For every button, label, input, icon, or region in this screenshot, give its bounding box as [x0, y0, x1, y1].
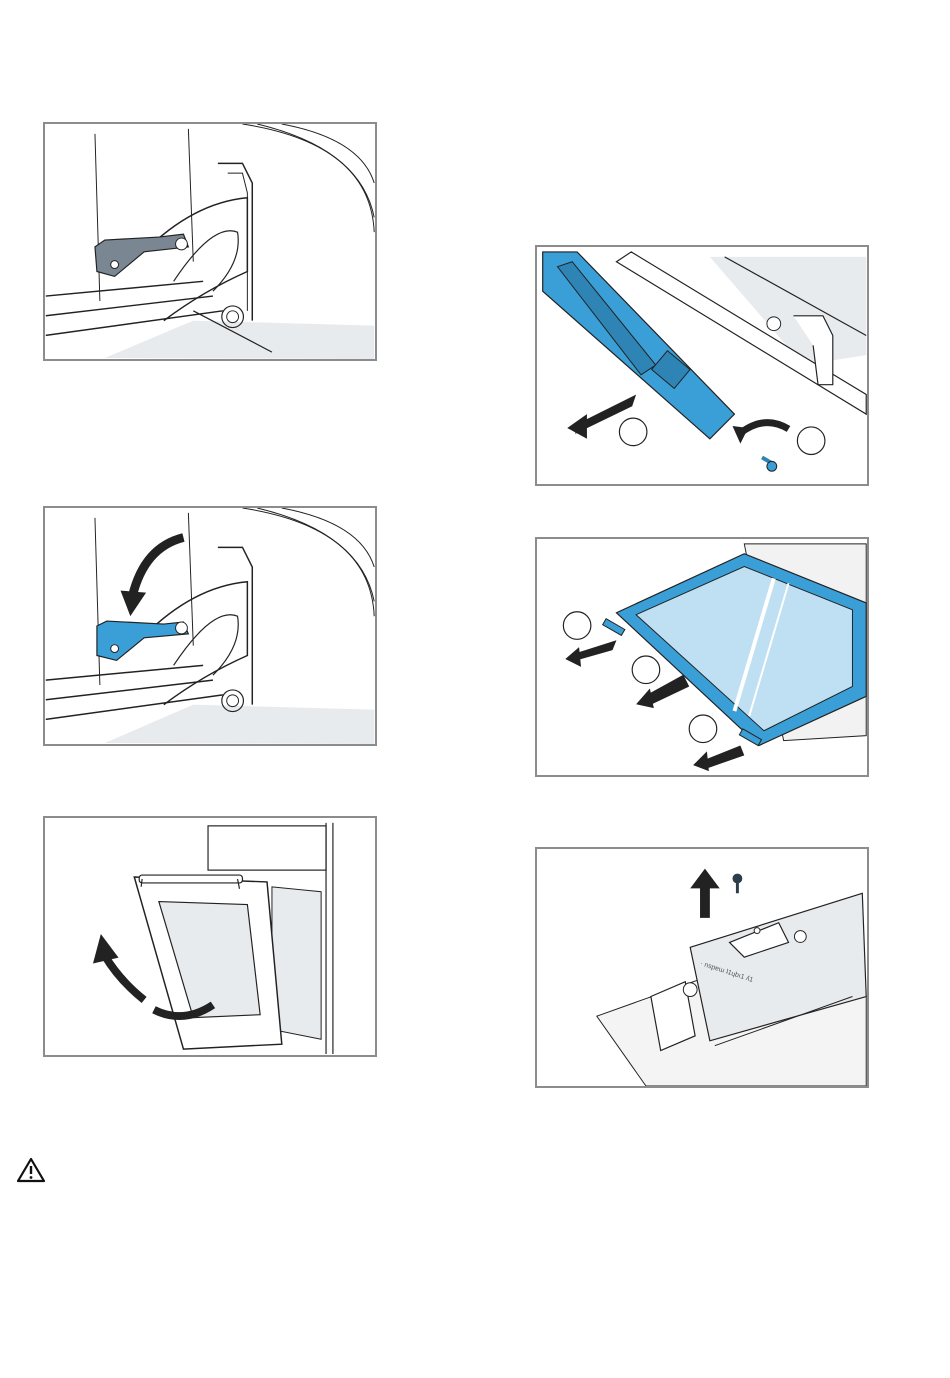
hinge-lever-open-illustration	[45, 508, 375, 744]
figure-door-removal	[43, 816, 377, 1057]
figure-door-trim-removal	[535, 245, 869, 486]
glass-pane-removal-illustration	[537, 539, 867, 775]
figure-hinge-lever-open	[43, 506, 377, 746]
figure-bracket-screw-removal: · nspɐɯ ʇ1ɥbı1 ʎ1	[535, 847, 869, 1088]
bracket-screw-removal-illustration: · nspɐɯ ʇ1ɥbı1 ʎ1	[537, 849, 867, 1086]
door-removal-illustration	[45, 818, 375, 1055]
figure-glass-pane-removal	[535, 537, 869, 777]
door-trim-removal-illustration	[537, 247, 867, 484]
hinge-lever-closed-illustration	[45, 124, 375, 359]
figure-hinge-lever-closed	[43, 122, 377, 361]
warning-triangle-icon	[16, 1157, 46, 1183]
